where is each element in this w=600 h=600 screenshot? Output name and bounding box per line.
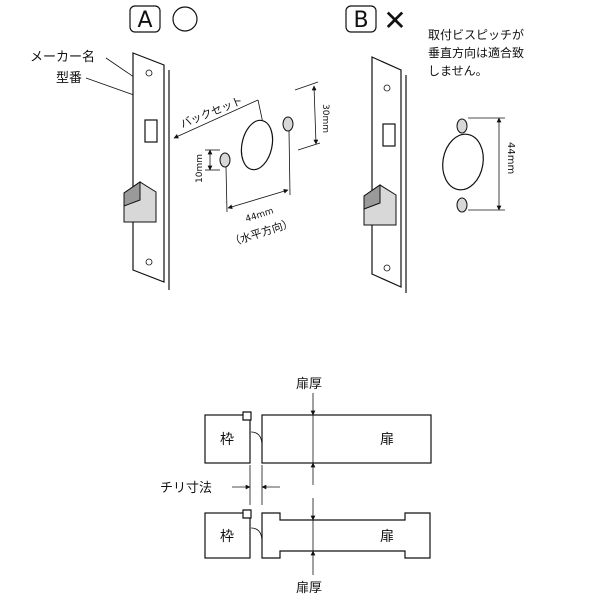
faceplate-b	[371, 56, 402, 288]
door-top	[261, 414, 432, 464]
dim-30-label: 30mm	[320, 104, 330, 133]
model-number-label: 型番	[56, 71, 82, 86]
badge-a: A	[129, 5, 161, 33]
cross-ng-icon: ✕	[383, 4, 406, 37]
panel-b: B ✕ 取付ビスピッチが 垂直方向は適合致 しません。 44mm	[345, 4, 524, 293]
panel-a: A メーカー名 型番 バックセット 30mm 10mm	[30, 5, 330, 290]
clearance-label: チリ寸法	[160, 481, 212, 496]
door-thickness-label-bottom: 扉厚	[296, 580, 322, 596]
faceplate-a-screw-bottom	[145, 258, 153, 266]
note-line-2: 垂直方向は適合致	[428, 45, 524, 60]
badge-b-letter: B	[353, 8, 368, 33]
frame-bottom-seal	[250, 527, 263, 543]
cylinder-hole-b	[442, 133, 484, 191]
cylinder-hole-a	[240, 119, 274, 171]
door-label-bottom: 扉	[380, 529, 394, 545]
dim-30-line	[311, 85, 319, 145]
note-line-3: しません。	[428, 64, 488, 78]
screw-hole-a-left	[219, 152, 231, 168]
maker-name-label: メーカー名	[30, 49, 95, 65]
note-line-1: 取付ビスピッチが	[428, 27, 524, 42]
frame-bottom	[204, 512, 251, 559]
frame-top-seal	[250, 431, 263, 447]
door-thickness-label-top: 扉厚	[296, 376, 322, 392]
frame-label-top: 枠	[220, 432, 234, 448]
door-label-top: 扉	[380, 432, 394, 448]
door-section-diagram: 扉厚 枠 扉 チリ寸法 枠 扉 扉厚	[160, 376, 432, 596]
backset-dimension-line	[173, 99, 259, 139]
faceplate-b-slot	[382, 123, 396, 147]
faceplate-b-screw-top	[383, 84, 391, 92]
badge-a-letter: A	[137, 8, 152, 33]
screw-hole-b-top	[456, 118, 468, 134]
faceplate-a-slot	[144, 119, 158, 143]
backset-label: バックセット	[179, 94, 245, 131]
frame-label-bottom: 枠	[220, 529, 234, 545]
horizontal-direction-label: （水平方向）	[228, 216, 295, 250]
circle-ok-icon	[172, 6, 198, 32]
badge-b: B	[345, 5, 377, 33]
dim-44-line-a	[227, 188, 289, 210]
frame-top	[204, 414, 251, 464]
faceplate-b-screw-bottom	[383, 264, 391, 272]
dim-10-label: 10mm	[195, 154, 205, 183]
screw-hole-a-right	[282, 116, 294, 132]
screw-hole-b-bottom	[456, 197, 468, 213]
dim-44-label-b: 44mm	[505, 142, 516, 174]
faceplate-a	[132, 52, 165, 283]
door-bottom-panel	[261, 512, 431, 559]
faceplate-a-screw-top	[145, 69, 153, 77]
